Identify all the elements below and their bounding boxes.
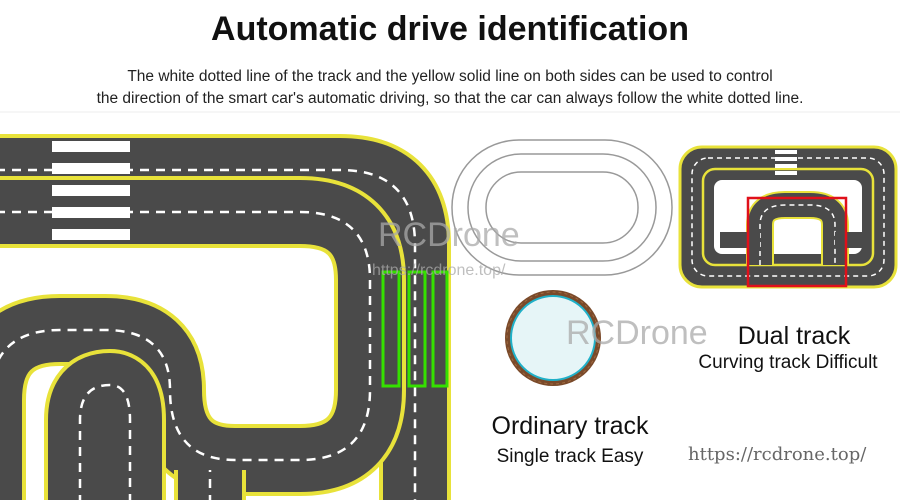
crosswalk <box>52 141 130 240</box>
red-highlight-box <box>746 196 848 288</box>
ordinary-track-subtitle: Single track Easy <box>496 446 644 467</box>
watermark-brand-1: RCDrone <box>378 216 520 254</box>
footer-url-link[interactable]: https://rcdrone.top/ <box>688 444 867 465</box>
dual-track-title: Dual track <box>737 322 851 350</box>
dual-track-subtitle: Curving track Difficult <box>698 352 878 373</box>
large-track <box>0 134 451 500</box>
description-line-2: the direction of the smart car's automat… <box>96 90 804 107</box>
oval-track-outline <box>451 139 673 276</box>
ordinary-track-title: Ordinary track <box>491 412 649 440</box>
description-line-1: The white dotted line of the track and t… <box>127 68 773 85</box>
dual-track <box>678 145 898 289</box>
ordinary-ring-track <box>505 290 601 386</box>
description: The white dotted line of the track and t… <box>0 66 900 110</box>
page-title: Automatic drive identification <box>211 10 689 48</box>
green-highlight-boxes <box>381 270 449 388</box>
watermark-brand-2: RCDrone <box>566 314 708 352</box>
watermark-url-small: https://rcdrone.top/ <box>372 262 506 279</box>
